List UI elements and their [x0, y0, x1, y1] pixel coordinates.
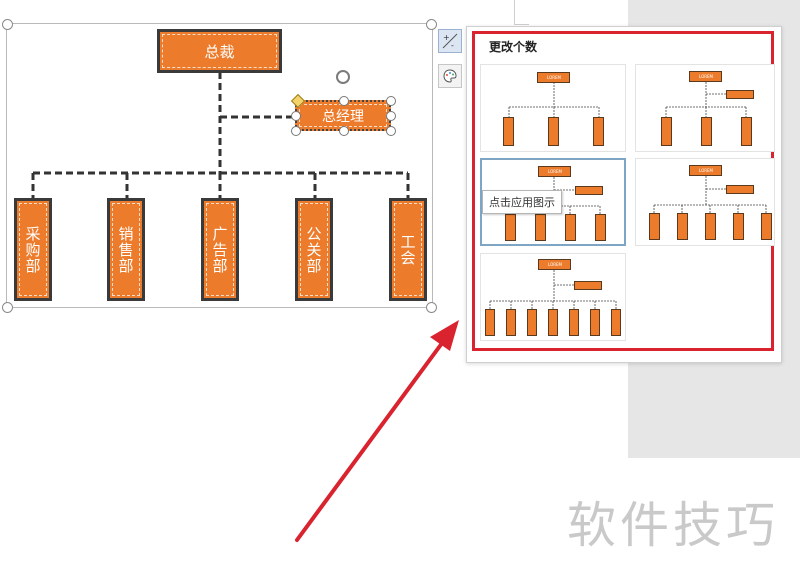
- change-layout-button[interactable]: + -: [438, 29, 462, 53]
- thumbnail-box: [726, 185, 754, 194]
- palette-icon: [443, 69, 457, 83]
- selection-handle[interactable]: [386, 126, 396, 136]
- org-node-department[interactable]: 采购部: [14, 198, 52, 301]
- add-shape-icon: + -: [442, 33, 458, 50]
- thumbnail-box: LOREM: [689, 71, 722, 82]
- page-corner-mark: [514, 0, 529, 25]
- thumbnail-box: [701, 117, 712, 146]
- thumbnail-box: [595, 214, 606, 241]
- thumbnail-box: LOREM: [537, 72, 570, 83]
- thumbnail-box: [548, 117, 559, 146]
- thumbnail-box: [705, 213, 716, 240]
- department-label: 工会: [398, 233, 417, 266]
- layout-thumbnail[interactable]: LOREM: [635, 158, 775, 246]
- thumbnail-box: [485, 309, 495, 336]
- selection-handle[interactable]: [386, 96, 396, 106]
- thumbnail-box: [677, 213, 688, 240]
- canvas-resize-handle[interactable]: [426, 19, 437, 30]
- department-label: 采购部: [23, 225, 42, 274]
- thumbnail-box: LOREM: [689, 165, 722, 176]
- thumbnail-box: [575, 186, 603, 195]
- thumbnail-box: [535, 214, 546, 241]
- thumbnail-box: [593, 117, 604, 146]
- thumbnail-box: [726, 90, 754, 99]
- apply-layout-tooltip: 点击应用图示: [482, 190, 562, 214]
- department-label: 销售部: [116, 225, 135, 274]
- selection-handle[interactable]: [386, 111, 396, 121]
- layout-gallery-title: 更改个数: [489, 40, 538, 54]
- thumbnail-box: [548, 309, 558, 336]
- thumbnail-box: [503, 117, 514, 146]
- selection-handle[interactable]: [291, 111, 301, 121]
- layout-thumbnail[interactable]: LOREM: [480, 253, 626, 341]
- thumbnail-box: LOREM: [538, 259, 571, 270]
- canvas-resize-handle[interactable]: [2, 302, 13, 313]
- thumbnail-box: [761, 213, 772, 240]
- change-style-button[interactable]: [438, 64, 462, 88]
- selection-handle[interactable]: [339, 126, 349, 136]
- thumbnail-box: LOREM: [538, 166, 571, 177]
- org-node-assistant-label: 总经理: [322, 108, 364, 125]
- thumbnail-box: [649, 213, 660, 240]
- thumbnail-box: [569, 309, 579, 336]
- thumbnail-box: [611, 309, 621, 336]
- rotate-handle[interactable]: [336, 70, 350, 84]
- org-node-department[interactable]: 销售部: [107, 198, 145, 301]
- department-label: 广告部: [210, 225, 229, 274]
- svg-text:+: +: [443, 33, 450, 42]
- thumbnail-box: [527, 309, 537, 336]
- layout-thumbnail[interactable]: LOREM: [480, 64, 626, 152]
- thumbnail-box: [590, 309, 600, 336]
- org-node-top[interactable]: 总裁: [157, 29, 282, 73]
- thumbnail-box: [661, 117, 672, 146]
- department-label: 公关部: [304, 225, 323, 274]
- thumbnail-box: [574, 281, 602, 290]
- thumbnail-box: [506, 309, 516, 336]
- canvas-resize-handle[interactable]: [2, 19, 13, 30]
- canvas-resize-handle[interactable]: [426, 302, 437, 313]
- thumbnail-box: [741, 117, 752, 146]
- thumbnail-box: [505, 214, 516, 241]
- thumbnail-box: [733, 213, 744, 240]
- selection-handle[interactable]: [291, 126, 301, 136]
- thumbnail-box: [565, 214, 576, 241]
- layout-thumbnail[interactable]: LOREM: [635, 64, 775, 152]
- org-node-department[interactable]: 工会: [389, 198, 427, 301]
- svg-text:-: -: [451, 41, 454, 50]
- org-node-department[interactable]: 广告部: [201, 198, 239, 301]
- org-node-department[interactable]: 公关部: [295, 198, 333, 301]
- org-node-top-label: 总裁: [204, 42, 235, 61]
- selection-handle[interactable]: [339, 96, 349, 106]
- watermark-text: 软件技巧: [567, 497, 780, 554]
